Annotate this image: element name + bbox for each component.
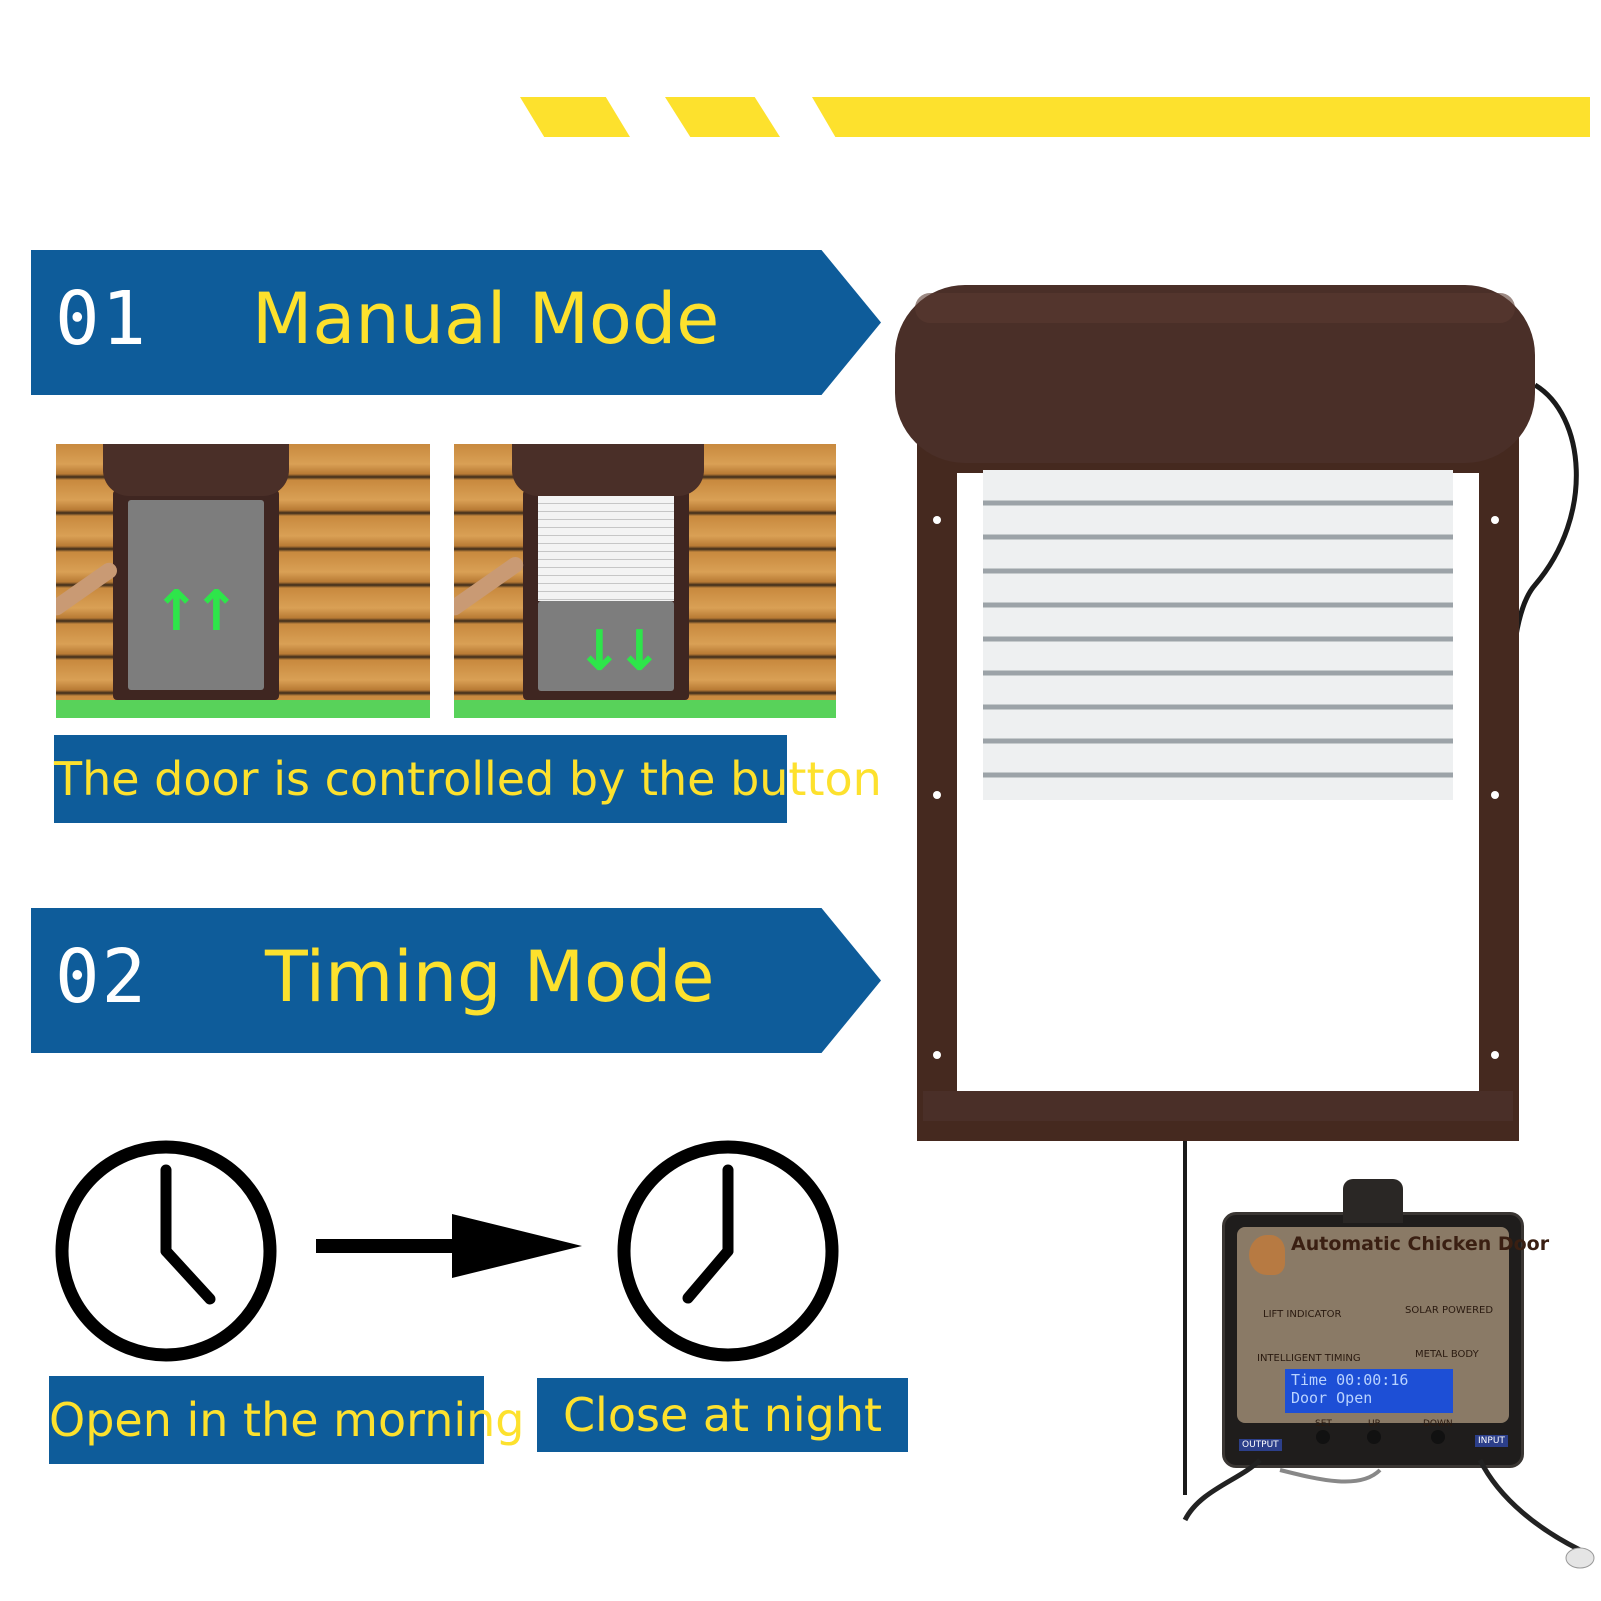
feature-label: INTELLIGENT TIMING: [1257, 1353, 1361, 1364]
down-button[interactable]: DOWN: [1423, 1419, 1453, 1444]
up-button[interactable]: UP: [1367, 1419, 1381, 1444]
manual-mode-caption: The door is controlled by the button: [54, 735, 882, 823]
yellow-stripe-2: [665, 97, 780, 137]
mode-01-number: 01: [55, 276, 149, 362]
mode-02-number: 02: [55, 934, 149, 1020]
hand-pressing-button: [56, 559, 121, 619]
up-arrow-icon: ↑: [153, 579, 200, 644]
feature-label: LIFT INDICATOR: [1263, 1309, 1342, 1320]
yellow-stripe-3: [812, 97, 1590, 137]
up-button-label: UP: [1367, 1419, 1380, 1429]
mode-01-banner: 01 Manual Mode: [31, 250, 881, 395]
lcd-line-2: Door Open: [1291, 1389, 1373, 1407]
controller-brand: Automatic Chicken Door: [1291, 1233, 1550, 1255]
controller-cables: [1182, 1458, 1595, 1569]
down-arrow-icon: ↓: [616, 619, 663, 684]
rooster-logo-icon: [1249, 1235, 1285, 1275]
clock-icon: [617, 1140, 839, 1362]
mode-02-banner: 02 Timing Mode: [31, 908, 881, 1053]
chicken-door-product: [895, 285, 1579, 1495]
output-port-label: OUTPUT: [1239, 1439, 1282, 1451]
mode-01-title: Manual Mode: [252, 278, 720, 360]
feature-label: SOLAR POWERED: [1405, 1305, 1494, 1316]
right-arrow-icon: [316, 1214, 582, 1278]
mini-door-hood: [103, 444, 289, 496]
night-caption: Close at night: [537, 1378, 908, 1452]
input-port-label: INPUT: [1475, 1435, 1508, 1447]
manual-down-illustration: ↓ ↓: [454, 444, 836, 718]
manual-up-illustration: ↑ ↑: [56, 444, 430, 718]
up-arrow-icon: ↑: [193, 579, 240, 644]
morning-caption: Open in the morning: [49, 1376, 525, 1464]
down-button-label: DOWN: [1423, 1419, 1453, 1429]
controller-hanger: [1343, 1179, 1403, 1223]
hand-pressing-button: [454, 553, 527, 619]
door-slats: [983, 470, 1453, 800]
feature-label: METAL BODY: [1415, 1349, 1479, 1360]
mini-door-hood: [512, 444, 704, 496]
clock-icon: [55, 1140, 277, 1362]
set-button[interactable]: SET: [1315, 1419, 1332, 1444]
set-button-label: SET: [1315, 1419, 1332, 1429]
lcd-display: Time 00:00:16 Door Open: [1285, 1369, 1453, 1413]
controller-box: Automatic Chicken Door LIFT INDICATOR SO…: [1222, 1179, 1549, 1468]
timing-clocks-diagram: [55, 1140, 839, 1362]
down-arrow-icon: ↓: [576, 619, 623, 684]
mode-02-title: Timing Mode: [265, 936, 715, 1018]
lcd-line-1: Time 00:00:16: [1291, 1371, 1409, 1389]
yellow-stripe-1: [520, 97, 630, 137]
